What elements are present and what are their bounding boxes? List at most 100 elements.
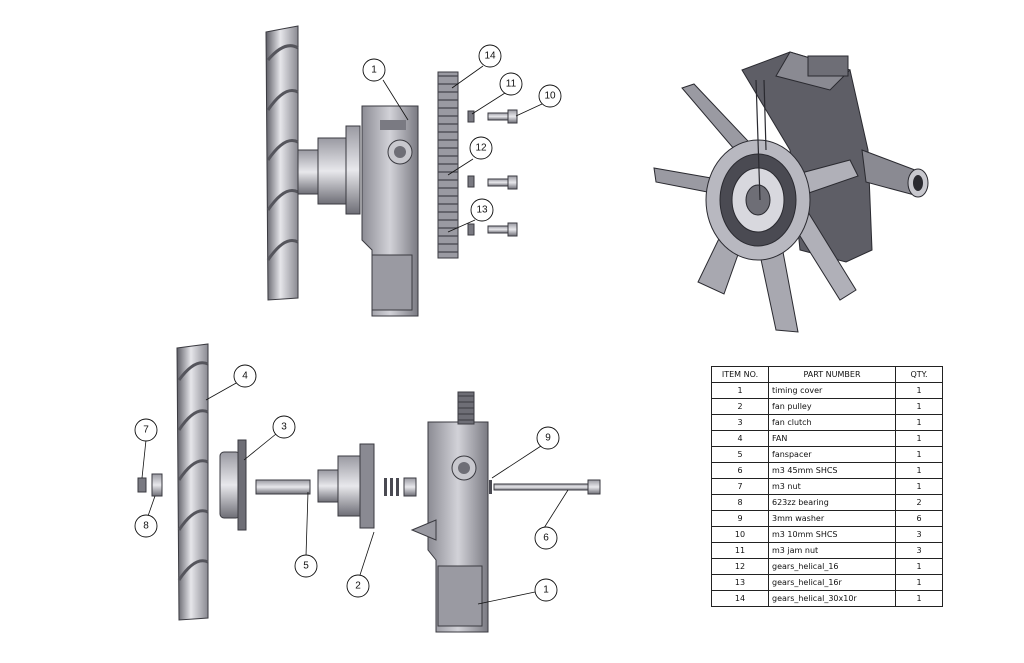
bom-header-row: ITEM NO. PART NUMBER QTY. <box>711 366 943 383</box>
callout-4: 4 <box>233 364 257 388</box>
callout-6: 6 <box>534 526 558 550</box>
bom-header-qty: QTY. <box>895 366 943 383</box>
bom-qty: 2 <box>895 494 943 511</box>
callout-10: 10 <box>538 84 562 108</box>
callout-8: 8 <box>134 514 158 538</box>
bom-qty: 1 <box>895 414 943 431</box>
bom-item-no: 2 <box>711 398 769 415</box>
bom-item-no: 4 <box>711 430 769 447</box>
svg-text:4: 4 <box>242 371 248 382</box>
shaft-pulley-top <box>297 125 361 215</box>
bom-qty: 1 <box>895 430 943 447</box>
svg-text:1: 1 <box>543 585 549 596</box>
bom-qty: 1 <box>895 574 943 591</box>
washer-part <box>489 480 492 494</box>
callout-7: 7 <box>134 418 158 442</box>
svg-text:10: 10 <box>544 91 556 102</box>
callout-1-top: 1 <box>362 58 386 82</box>
callout-14: 14 <box>478 44 502 68</box>
leaders-bottom <box>141 381 569 605</box>
bom-qty: 1 <box>895 590 943 607</box>
gear-14-top <box>437 71 459 259</box>
long-screw-part <box>493 479 601 495</box>
fan-profile-top <box>265 25 299 301</box>
svg-text:6: 6 <box>543 533 549 544</box>
bom-item-no: 10 <box>711 526 769 543</box>
bom-header-item: ITEM NO. <box>711 366 769 383</box>
callout-2: 2 <box>346 574 370 598</box>
washer-stack <box>384 477 417 497</box>
svg-text:5: 5 <box>303 561 309 572</box>
bom-qty: 3 <box>895 526 943 543</box>
callout-5: 5 <box>294 554 318 578</box>
fasteners-top <box>467 109 518 237</box>
bom-qty: 1 <box>895 382 943 399</box>
svg-text:1: 1 <box>371 65 377 76</box>
svg-text:3: 3 <box>281 422 287 433</box>
callout-3: 3 <box>272 415 296 439</box>
bom-part-number: 623zz bearing <box>768 494 896 511</box>
m3-nut-part <box>137 477 147 493</box>
bom-item-no: 7 <box>711 478 769 495</box>
bom-item-no: 14 <box>711 590 769 607</box>
callout-9: 9 <box>536 426 560 450</box>
callout-12: 12 <box>469 136 493 160</box>
top-exploded-view: 1 14 11 10 12 13 <box>265 25 562 317</box>
bom-item-no: 13 <box>711 574 769 591</box>
bom-part-number: fan clutch <box>768 414 896 431</box>
bom-part-number: fanspacer <box>768 446 896 463</box>
bom-part-number: 3mm washer <box>768 510 896 527</box>
fanspacer-part <box>255 479 311 495</box>
timing-cover-top <box>361 105 419 317</box>
bearing-part <box>151 473 163 497</box>
fan-pulley-part <box>317 443 375 529</box>
bom-qty: 1 <box>895 558 943 575</box>
bom-part-number: fan pulley <box>768 398 896 415</box>
svg-text:8: 8 <box>143 521 149 532</box>
svg-text:14: 14 <box>484 51 496 62</box>
bom-part-number: m3 45mm SHCS <box>768 462 896 479</box>
svg-text:13: 13 <box>476 205 488 216</box>
bom-item-no: 12 <box>711 558 769 575</box>
bom-part-number: gears_helical_16r <box>768 574 896 591</box>
svg-text:2: 2 <box>355 581 361 592</box>
svg-text:7: 7 <box>143 425 149 436</box>
bom-part-number: m3 jam nut <box>768 542 896 559</box>
bom-part-number: gears_helical_30x10r <box>768 590 896 607</box>
bom-item-no: 11 <box>711 542 769 559</box>
bom-qty: 1 <box>895 478 943 495</box>
bom-qty: 1 <box>895 446 943 463</box>
bom-part-number: m3 nut <box>768 478 896 495</box>
callout-13: 13 <box>470 198 494 222</box>
svg-text:12: 12 <box>475 143 487 154</box>
bom-qty: 1 <box>895 398 943 415</box>
fan-profile-bottom <box>176 343 209 621</box>
leaders-top <box>382 65 543 233</box>
bom-header-part: PART NUMBER <box>768 366 896 383</box>
bom-qty: 1 <box>895 462 943 479</box>
bom-item-no: 8 <box>711 494 769 511</box>
bom-part-number: gears_helical_16 <box>768 558 896 575</box>
bom-item-no: 9 <box>711 510 769 527</box>
bom-item-no: 5 <box>711 446 769 463</box>
bom-part-number: m3 10mm SHCS <box>768 526 896 543</box>
bom-qty: 3 <box>895 542 943 559</box>
callout-11: 11 <box>499 72 523 96</box>
bom-item-no: 6 <box>711 462 769 479</box>
bom-part-number: timing cover <box>768 382 896 399</box>
bottom-exploded-view: 4 3 7 8 9 5 2 6 <box>134 343 601 633</box>
timing-cover-bottom <box>410 391 489 633</box>
